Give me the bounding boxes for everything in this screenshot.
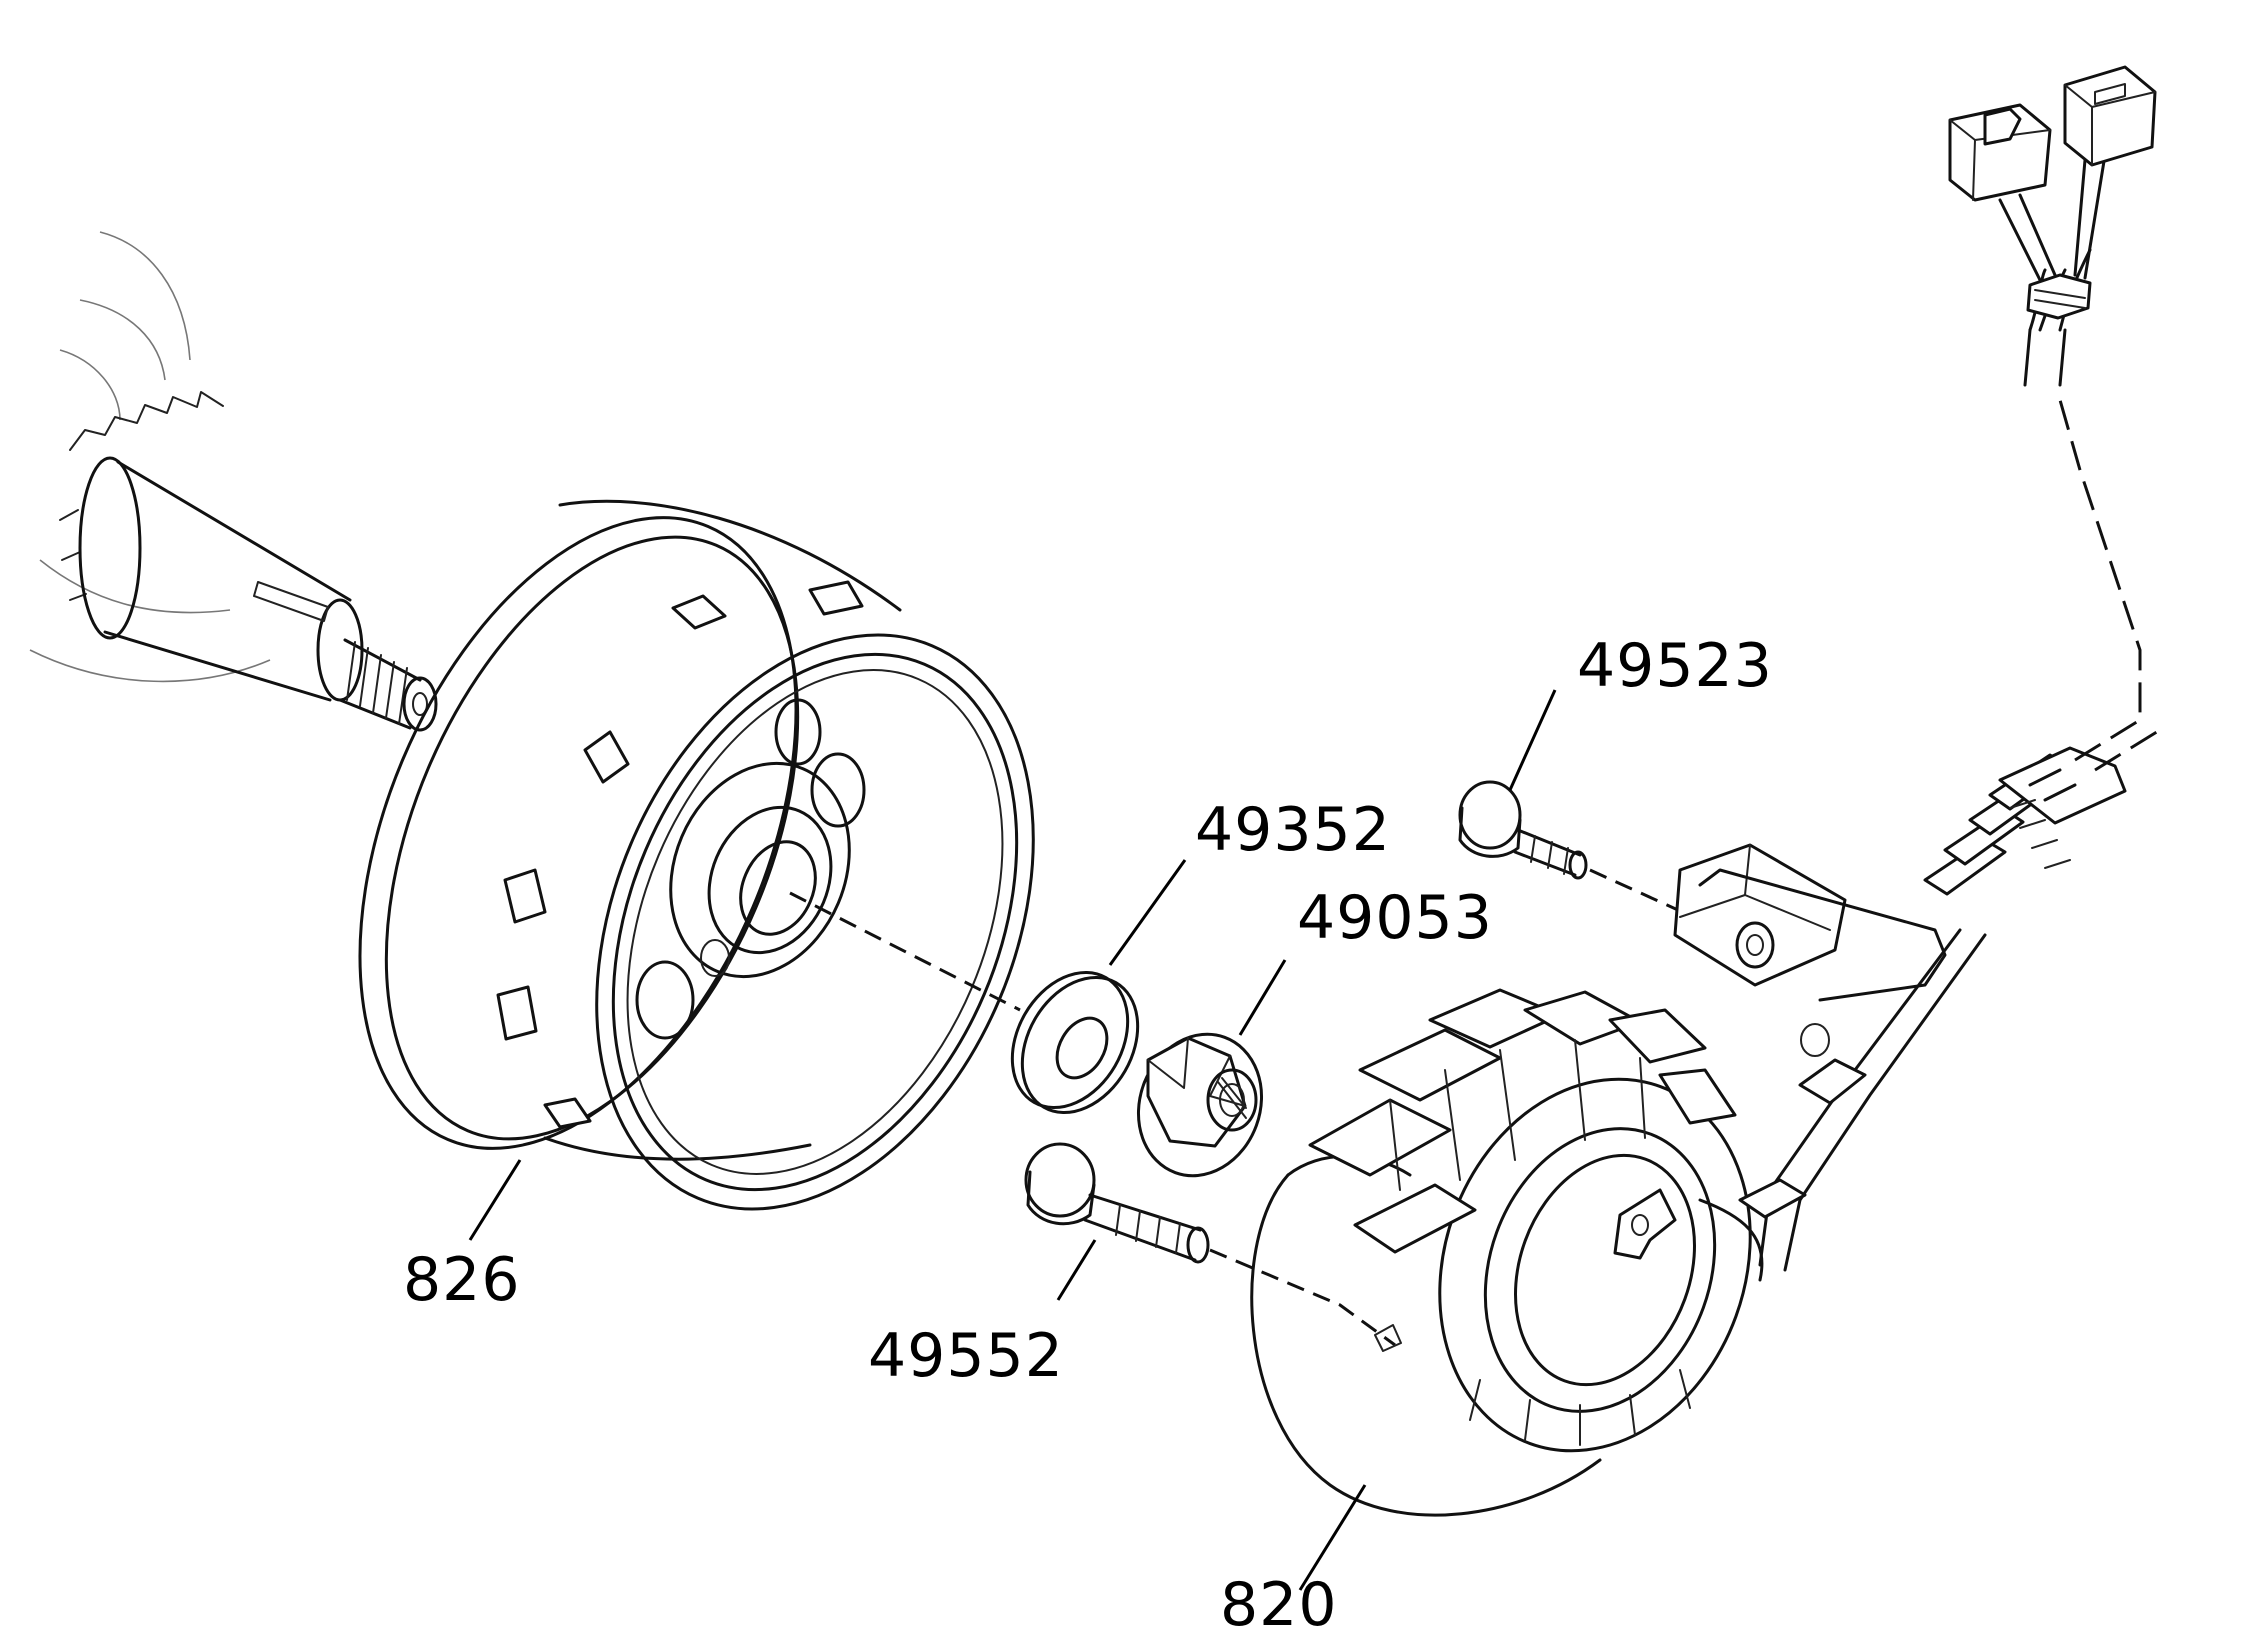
pickup-coil [1673,843,1987,1282]
nut [1136,1032,1264,1178]
label-nut: 49053 [1297,883,1493,953]
leader-49053 [1238,959,1287,1036]
label-pickup-bolt: 49523 [1577,631,1773,701]
washer [1010,970,1140,1115]
stator-bolt [1024,1142,1210,1264]
axis-line [789,891,1021,1012]
leader-49552 [1056,1239,1097,1301]
label-stator-bolt: 49552 [868,1321,1064,1391]
leader-826 [468,1159,522,1241]
flywheel [358,499,1035,1211]
pickup-bolt [1458,780,1588,880]
leader-49352 [1108,859,1187,966]
label-stator: 820 [1220,1570,1338,1640]
stator-bolt-axis [1209,1248,1396,1347]
stator [1250,988,1752,1517]
leader-lines [468,689,1557,1591]
leader-49523 [1508,689,1557,791]
crankshaft [29,231,438,732]
leader-820 [1298,1484,1367,1591]
bolt-hole-mark [1374,1324,1402,1352]
wire-harness [1923,65,2161,896]
label-flywheel: 826 [403,1245,521,1315]
label-washer: 49352 [1195,795,1391,865]
